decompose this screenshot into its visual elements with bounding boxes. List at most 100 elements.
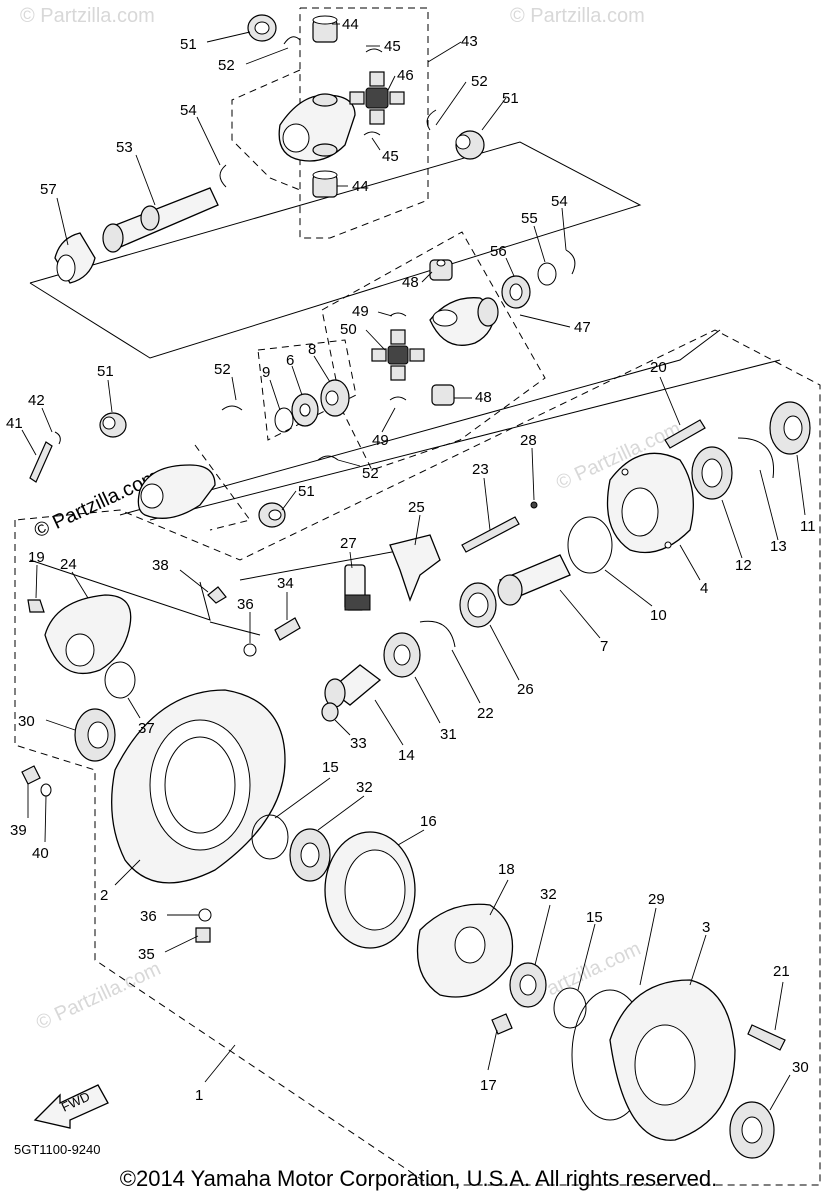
callout-56: 56 bbox=[490, 243, 507, 260]
callout-12: 12 bbox=[735, 557, 752, 574]
callout-50: 50 bbox=[340, 321, 357, 338]
callout-30: 30 bbox=[792, 1059, 809, 1076]
callout-48: 48 bbox=[402, 274, 419, 291]
seal-8 bbox=[320, 379, 350, 417]
washer-36-top bbox=[243, 643, 257, 657]
watermark-bottom-left: © Partzilla.com bbox=[33, 958, 164, 1035]
shaft-53 bbox=[102, 187, 219, 253]
clip-45-bottom bbox=[363, 131, 381, 136]
callout-14: 14 bbox=[398, 747, 415, 764]
callout-51: 51 bbox=[180, 36, 197, 53]
callout-51: 51 bbox=[502, 90, 519, 107]
callout-23: 23 bbox=[472, 461, 489, 478]
callout-38: 38 bbox=[152, 557, 169, 574]
shaft-23 bbox=[461, 516, 520, 553]
callout-49: 49 bbox=[372, 432, 389, 449]
carrier-18 bbox=[416, 903, 514, 998]
callout-13: 13 bbox=[770, 538, 787, 555]
callout-31: 31 bbox=[440, 726, 457, 743]
callout-17: 17 bbox=[480, 1077, 497, 1094]
washer-36-bottom bbox=[198, 908, 212, 922]
callout-52: 52 bbox=[214, 361, 231, 378]
bolt-19 bbox=[27, 599, 45, 613]
callout-8: 8 bbox=[308, 341, 316, 358]
washer-40 bbox=[40, 783, 52, 797]
pin-41 bbox=[29, 441, 53, 483]
o-ring-37 bbox=[104, 661, 136, 699]
callout-1: 1 bbox=[195, 1087, 203, 1104]
washer-55 bbox=[537, 262, 557, 286]
callout-51: 51 bbox=[298, 483, 315, 500]
bearing-cap-44-top bbox=[312, 15, 338, 43]
callout-51: 51 bbox=[97, 363, 114, 380]
clip-52-left bbox=[221, 405, 243, 411]
clip-42 bbox=[54, 431, 61, 445]
switch-34 bbox=[274, 617, 301, 641]
o-ring-9 bbox=[274, 407, 294, 433]
callout-34: 34 bbox=[277, 575, 294, 592]
callout-43: 43 bbox=[461, 33, 478, 50]
leader-lines bbox=[21, 23, 806, 1111]
gear-27 bbox=[344, 564, 371, 611]
seal-11 bbox=[769, 401, 811, 455]
circlip-54-upper bbox=[219, 164, 227, 188]
callout-10: 10 bbox=[650, 607, 667, 624]
bolt-21 bbox=[747, 1024, 786, 1051]
fitting-38 bbox=[207, 586, 227, 604]
callout-45: 45 bbox=[382, 148, 399, 165]
boot-57 bbox=[54, 232, 96, 284]
housing-2 bbox=[111, 689, 286, 884]
callout-52: 52 bbox=[471, 73, 488, 90]
callout-47: 47 bbox=[574, 319, 591, 336]
callout-29: 29 bbox=[648, 891, 665, 908]
callout-53: 53 bbox=[116, 139, 133, 156]
clip-52-top bbox=[283, 36, 301, 45]
yoke-left bbox=[137, 464, 216, 519]
circlip-22 bbox=[419, 620, 456, 648]
callout-40: 40 bbox=[32, 845, 49, 862]
callout-36: 36 bbox=[237, 596, 254, 613]
bearing-cap-48-bottom bbox=[431, 384, 455, 406]
pinion-14 bbox=[324, 664, 382, 708]
bearing-12 bbox=[691, 446, 733, 500]
callout-24: 24 bbox=[60, 556, 77, 573]
callout-55: 55 bbox=[521, 210, 538, 227]
callout-15: 15 bbox=[322, 759, 339, 776]
callout-49: 49 bbox=[352, 303, 369, 320]
clip-45-top bbox=[365, 48, 383, 53]
cover-3 bbox=[609, 979, 736, 1141]
washer-6 bbox=[291, 393, 319, 427]
clip-52-lower bbox=[317, 455, 339, 461]
callout-36: 36 bbox=[140, 908, 157, 925]
bearing-31 bbox=[383, 632, 421, 678]
callout-33: 33 bbox=[350, 735, 367, 752]
yoke-47 bbox=[429, 297, 499, 346]
callout-44: 44 bbox=[352, 178, 369, 195]
collar-33 bbox=[321, 702, 339, 722]
callout-26: 26 bbox=[517, 681, 534, 698]
callout-37: 37 bbox=[138, 720, 155, 737]
o-ring-15-left bbox=[251, 814, 289, 860]
bushing-51-right bbox=[455, 130, 485, 160]
clip-52-right bbox=[426, 109, 437, 131]
callout-44: 44 bbox=[342, 16, 359, 33]
callout-16: 16 bbox=[420, 813, 437, 830]
bearing-32-right bbox=[509, 962, 547, 1008]
callout-21: 21 bbox=[773, 963, 790, 980]
watermark-top-left: © Partzilla.com bbox=[20, 5, 155, 27]
callout-labels: 51 52 44 45 43 46 52 51 54 53 45 44 57 5… bbox=[6, 16, 816, 1157]
callout-19: 19 bbox=[28, 549, 45, 566]
bushing-51-left bbox=[99, 412, 127, 438]
callout-18: 18 bbox=[498, 861, 515, 878]
callout-7: 7 bbox=[600, 638, 608, 655]
callout-4: 4 bbox=[700, 580, 708, 597]
callout-46: 46 bbox=[397, 67, 414, 84]
circlip-54-lower bbox=[565, 249, 576, 275]
bearing-cap-48-top bbox=[429, 259, 453, 281]
callout-22: 22 bbox=[477, 705, 494, 722]
callout-35: 35 bbox=[138, 946, 155, 963]
spider-46 bbox=[349, 71, 405, 125]
callout-30: 30 bbox=[18, 713, 35, 730]
callout-32: 32 bbox=[356, 779, 373, 796]
